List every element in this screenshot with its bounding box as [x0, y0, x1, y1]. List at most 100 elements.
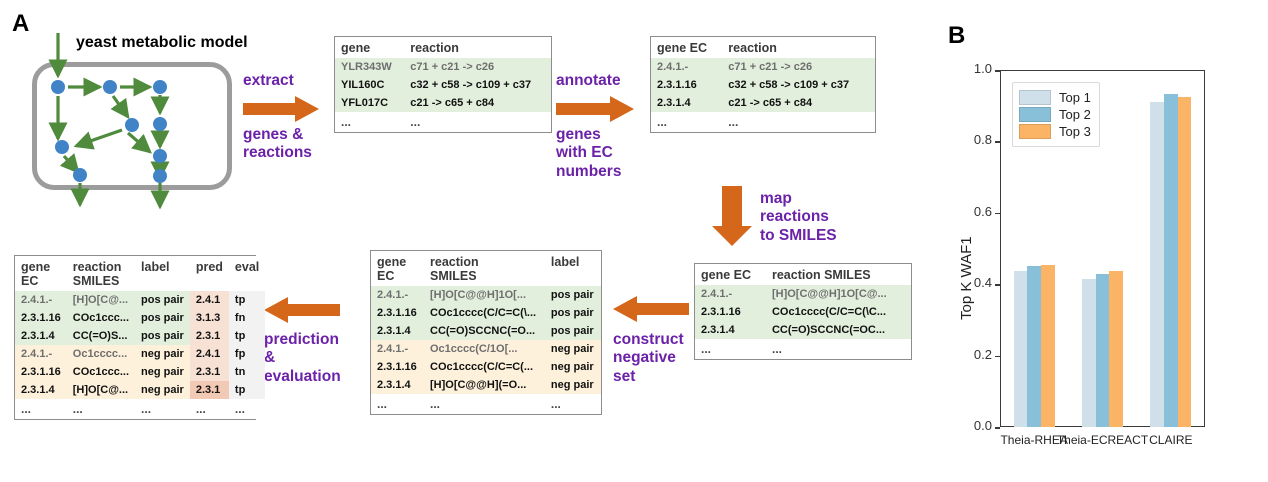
table-row: YLR343W c71 + c21 -> c26	[335, 58, 551, 76]
table-row: 2.3.1.4 c21 -> c65 + c84	[651, 94, 875, 112]
bar	[1109, 270, 1123, 427]
y-tick-label: 0.4	[973, 275, 992, 291]
table-row: ... ... ...	[371, 394, 601, 414]
cell-smiles: COc1cccc(C/C=C(...	[424, 358, 545, 376]
table-evaluation: gene EC reaction SMILES label pred eval …	[14, 255, 266, 420]
legend-item: Top 1	[1019, 90, 1091, 105]
table-row: 2.3.1.4 CC(=O)SCCNC(=OC...	[695, 321, 911, 339]
bar	[1027, 266, 1041, 427]
arrow-map-icon	[712, 186, 752, 246]
table-row: YIL160C c32 + c58 -> c109 + c37	[335, 76, 551, 94]
table-row: 2.3.1.4 [H]O[C@@H](=O... neg pair	[371, 376, 601, 394]
cell-ec: 2.4.1.-	[695, 285, 766, 303]
cell-eval: tp	[228, 381, 266, 399]
table-row: ... ...	[651, 112, 875, 132]
y-tick-label: 1.0	[973, 61, 992, 76]
cell-ec: 2.3.1.16	[15, 363, 67, 381]
cell-pred: 2.3.1	[189, 327, 229, 345]
cell-smiles: [H]O[C@...	[66, 381, 136, 399]
cell-label: pos pair	[544, 286, 601, 304]
cell-ellipsis: ...	[189, 399, 229, 419]
table-row: YFL017C c21 -> c65 + c84	[335, 94, 551, 112]
cell-ellipsis: ...	[335, 112, 405, 132]
cell-smiles: COc1ccc...	[66, 309, 136, 327]
cell-smiles: CC(=O)SCCNC(=OC...	[765, 321, 911, 339]
table-row: ... ... ... ... ...	[15, 399, 266, 419]
cell-smiles: [H]O[C@...	[66, 291, 136, 309]
cell-eval: tp	[228, 291, 266, 309]
cell-reaction: c71 + c21 -> c26	[722, 58, 875, 76]
y-tick-mark	[995, 427, 1000, 429]
cell-reaction: c71 + c21 -> c26	[404, 58, 551, 76]
legend-swatch	[1019, 107, 1051, 122]
table-row: 2.3.1.4 CC(=O)SCCNC(=O... pos pair	[371, 322, 601, 340]
cell-ellipsis: ...	[15, 399, 67, 419]
cell-label: neg pair	[544, 358, 601, 376]
step-extract-sublabel: genes & reactions	[243, 126, 312, 162]
arrow-prediction-icon	[264, 297, 340, 323]
bar	[1177, 96, 1192, 427]
table-row: 2.3.1.4 [H]O[C@... neg pair 2.3.1 tp	[15, 381, 266, 399]
cell-reaction: c21 -> c65 + c84	[404, 94, 551, 112]
column-header: label	[544, 251, 601, 286]
cell-ellipsis: ...	[424, 394, 545, 414]
y-tick-mark	[995, 284, 1000, 286]
cell-pred: 3.1.3	[189, 309, 229, 327]
legend-item: Top 2	[1019, 107, 1091, 122]
column-header: reaction	[404, 37, 551, 58]
cell-reaction: c21 -> c65 + c84	[722, 94, 875, 112]
cell-smiles: [H]O[C@@H]1O[...	[424, 286, 545, 304]
cell-ellipsis: ...	[66, 399, 136, 419]
cell-pred: 2.4.1	[189, 291, 229, 309]
cell-ec: 2.3.1.4	[371, 376, 424, 394]
cell-smiles: COc1ccc...	[66, 363, 136, 381]
cell-ec: 2.4.1.-	[651, 58, 723, 76]
column-header: gene EC	[15, 256, 67, 291]
y-tick-label: 0.0	[973, 418, 992, 433]
cell-ec: 2.3.1.4	[651, 94, 723, 112]
table-labeled-pairs: gene EC reaction SMILES label 2.4.1.- [H…	[370, 250, 602, 415]
x-tick-label: Theia-RHEA	[1000, 433, 1068, 447]
cell-ec: 2.3.1.16	[371, 304, 424, 322]
cell-reaction: c32 + c58 -> c109 + c37	[404, 76, 551, 94]
legend-swatch	[1019, 124, 1051, 139]
bar	[1150, 102, 1164, 427]
cell-ec: 2.3.1.4	[15, 381, 67, 399]
cell-gene: YLR343W	[335, 58, 405, 76]
cell-label: pos pair	[135, 309, 190, 327]
cell-ec: 2.3.1.4	[695, 321, 766, 339]
cell-smiles: COc1cccc(C/C=C(\...	[424, 304, 545, 322]
step-annotate-label: annotate	[556, 72, 621, 89]
legend-label: Top 1	[1059, 90, 1091, 105]
cell-label: neg pair	[544, 340, 601, 358]
column-header: pred	[189, 256, 229, 291]
cell-label: neg pair	[135, 381, 190, 399]
cell-ellipsis: ...	[228, 399, 266, 419]
cell-ec: 2.3.1.16	[651, 76, 723, 94]
cell-smiles: CC(=O)S...	[66, 327, 136, 345]
cell-smiles: [H]O[C@@H](=O...	[424, 376, 545, 394]
cell-smiles: Oc1cccc(C/1O[...	[424, 340, 545, 358]
table-row: 2.3.1.16 COc1cccc(C/C=C(... neg pair	[371, 358, 601, 376]
cell-ellipsis: ...	[651, 112, 723, 132]
cell-ellipsis: ...	[371, 394, 424, 414]
table-row: ... ...	[695, 339, 911, 359]
table-row: 2.3.1.16 c32 + c58 -> c109 + c37	[651, 76, 875, 94]
table-row: 2.3.1.16 COc1ccc... neg pair 2.3.1 tn	[15, 363, 266, 381]
cell-smiles: COc1cccc(C/C=C(\C...	[765, 303, 911, 321]
cell-label: pos pair	[135, 291, 190, 309]
cell-eval: tn	[228, 363, 266, 381]
cell-eval: fp	[228, 345, 266, 363]
x-tick-label: Theia-ECREACT	[1056, 433, 1149, 447]
arrow-annotate-icon	[556, 96, 634, 122]
cell-ellipsis: ...	[544, 394, 601, 414]
column-header: reaction	[722, 37, 875, 58]
cell-smiles: [H]O[C@@H]1O[C@...	[765, 285, 911, 303]
cell-reaction: c32 + c58 -> c109 + c37	[722, 76, 875, 94]
table-row: 2.3.1.16 COc1ccc... pos pair 3.1.3 fn	[15, 309, 266, 327]
cell-eval: fn	[228, 309, 266, 327]
cell-gene: YIL160C	[335, 76, 405, 94]
y-tick-label: 0.8	[973, 132, 992, 148]
cell-pred: 2.3.1	[189, 363, 229, 381]
